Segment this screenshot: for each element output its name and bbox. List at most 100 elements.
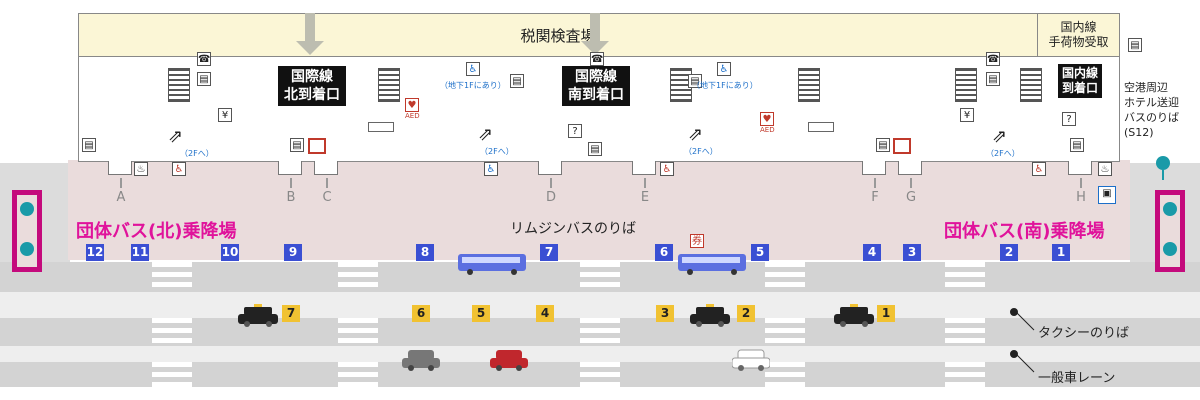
bus-icon [458, 254, 526, 275]
domestic-arrival-exit: 国内線 到着口 [1058, 64, 1103, 98]
stairs-icon [798, 68, 820, 102]
bus-icon [678, 254, 746, 275]
aed-label: AED [760, 126, 775, 134]
customs-label: 税関検査場 [520, 26, 596, 45]
group-bus-north-label: 団体バス(北)乗降場 [76, 221, 237, 242]
locker-icon: ▤ [82, 138, 96, 152]
smoking-area-icon: ♨ [134, 162, 148, 176]
bus-stop-8: 8 [416, 244, 434, 261]
gate-e: E [640, 190, 650, 205]
door [862, 161, 886, 175]
escalator-note: （2Fへ） [684, 147, 718, 156]
bus-stop-pin-icon [20, 242, 34, 256]
gate-marker [1080, 178, 1082, 188]
stairs-icon [955, 68, 977, 102]
gate-f: F [871, 190, 879, 205]
crosswalk [945, 262, 985, 292]
crosswalk [945, 318, 985, 346]
gate-marker [874, 178, 876, 188]
bus-stop-10: 10 [221, 244, 239, 261]
taxi-stop-1: 1 [877, 305, 895, 322]
escalator-note: （2Fへ） [986, 149, 1020, 158]
door [278, 161, 302, 175]
restroom-icon: ♿ [466, 62, 480, 76]
taxi-marker [1010, 308, 1018, 316]
basement-note: （地下1Fにあり） [440, 81, 506, 90]
hotel-shuttle-line1: 空港周辺 [1124, 81, 1168, 94]
taxi-icon [834, 304, 874, 327]
shop-icon [893, 138, 911, 154]
locker-icon: ▤ [510, 74, 524, 88]
crosswalk [338, 262, 378, 292]
taxi-stop-5: 5 [472, 305, 490, 322]
general-lane-label: 一般車レーン [1038, 371, 1116, 386]
arrow-down-icon [296, 41, 324, 55]
locker-icon: ▤ [876, 138, 890, 152]
door [898, 161, 922, 175]
restroom-icon: ♿ [717, 62, 731, 76]
crosswalk [765, 362, 805, 387]
bus-stop-pin-icon [20, 202, 34, 216]
phone-icon: ☎ [197, 52, 211, 66]
bus-stop-12: 12 [86, 244, 104, 261]
gate-marker [326, 178, 328, 188]
taxi-stand-label: タクシーのりば [1038, 326, 1130, 341]
gate-marker [290, 178, 292, 188]
locker-icon: ▤ [197, 72, 211, 86]
bus-stop-pin-icon [1163, 242, 1177, 256]
crosswalk [338, 318, 378, 346]
bus-stop-pin-icon [1163, 202, 1177, 216]
door [632, 161, 656, 175]
leader-line [1016, 354, 1035, 373]
escalator-note: （2Fへ） [480, 147, 514, 156]
atm-icon: ¥ [960, 108, 974, 122]
customs-area: 税関検査場 [78, 13, 1038, 57]
restroom-icon: ♿ [1032, 162, 1046, 176]
ticket-machine-icon: 券 [690, 234, 704, 248]
locker-icon: ▤ [1070, 138, 1084, 152]
locker-icon: ▤ [588, 142, 602, 156]
flow-arrow-stem [590, 13, 600, 41]
bus-stop-3: 3 [903, 244, 921, 261]
hotel-bus-stop-pin-icon [1156, 156, 1170, 170]
pin-stem [1162, 170, 1164, 180]
bus-stop-5: 5 [751, 244, 769, 261]
counter-icon [808, 122, 834, 132]
gate-marker [120, 178, 122, 188]
aed-icon: ♥ [760, 112, 774, 126]
hotel-shuttle-line4: (S12) [1124, 126, 1154, 139]
crosswalk [580, 318, 620, 346]
aed-south: ♥ AED [760, 112, 775, 134]
aed-north: ♥ AED [405, 98, 420, 120]
gate-marker [550, 178, 552, 188]
crosswalk [152, 318, 192, 346]
locker-icon: ▤ [986, 72, 1000, 86]
domestic-baggage-claim: 国内線 手荷物受取 [1038, 13, 1120, 57]
door [1068, 161, 1092, 175]
shop-icon [308, 138, 326, 154]
stairs-icon [168, 68, 190, 102]
bus-stop-11: 11 [131, 244, 149, 261]
domestic-exit-line1: 国内線 [1062, 66, 1099, 80]
north-exit-line2: 北到着口 [284, 87, 340, 103]
information-icon: ? [1062, 112, 1076, 126]
bus-stop-7: 7 [540, 244, 558, 261]
crosswalk [152, 362, 192, 387]
locker-icon: ▤ [290, 138, 304, 152]
hotel-shuttle-line2: ホテル送迎 [1124, 96, 1179, 109]
escalator-note: （2Fへ） [180, 149, 214, 158]
crosswalk [580, 262, 620, 292]
taxi-stop-4: 4 [536, 305, 554, 322]
escalator-icon: ⇗ [992, 126, 1008, 147]
hotel-shuttle-line3: バスのりば [1124, 111, 1179, 124]
locker-icon: ▤ [1128, 38, 1142, 52]
phone-icon: ☎ [590, 52, 604, 66]
crosswalk [765, 318, 805, 346]
door [538, 161, 562, 175]
north-arrival-exit: 国際線 北到着口 [278, 66, 346, 106]
phone-icon: ☎ [986, 52, 1000, 66]
stairs-icon [1020, 68, 1042, 102]
south-exit-line1: 国際線 [575, 69, 617, 85]
group-bus-south-stop [1155, 190, 1185, 272]
taxi-icon [690, 304, 730, 327]
